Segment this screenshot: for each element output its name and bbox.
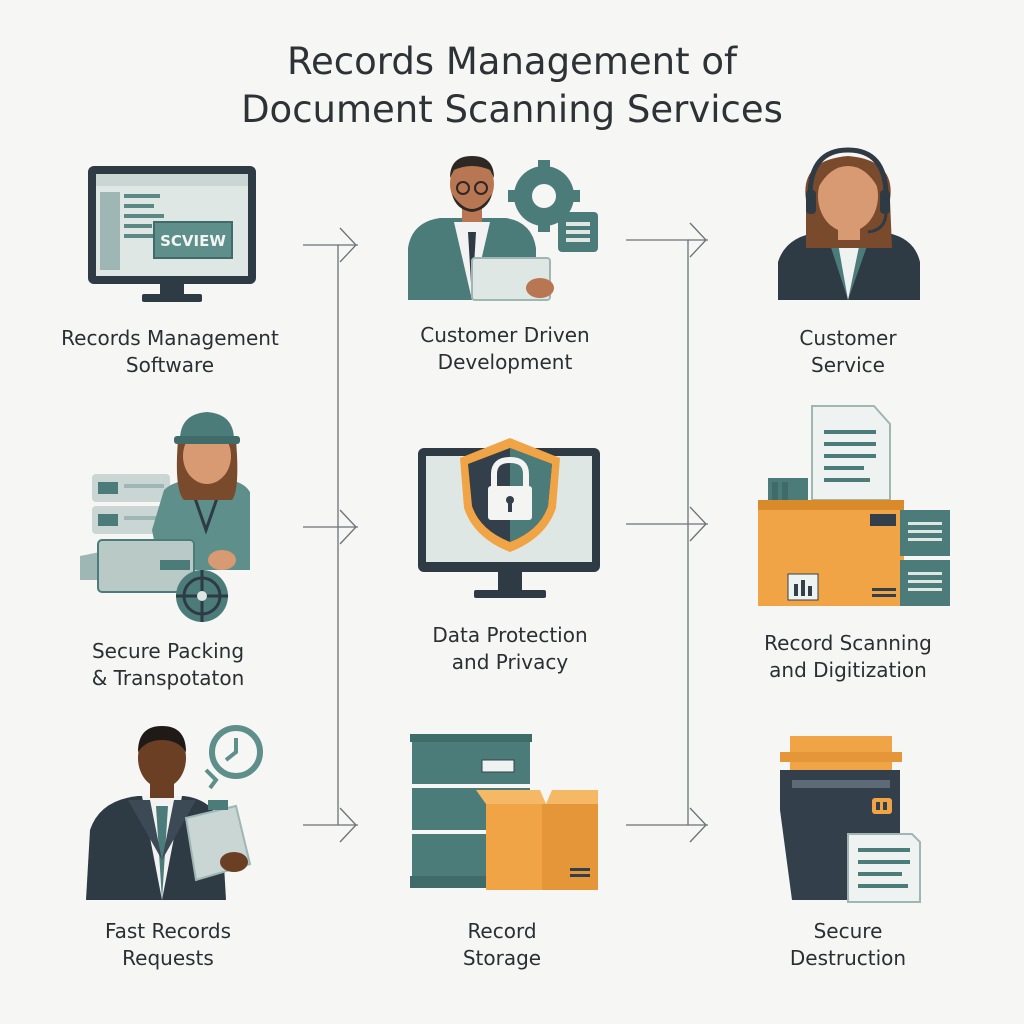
label-line-1: Record xyxy=(467,919,537,943)
label-secure-destruction: Secure Destruction xyxy=(698,918,998,972)
label-secure-packing-transportation: Secure Packing & Transpotaton xyxy=(18,638,318,692)
label-line-1: Records Management xyxy=(61,326,279,350)
screen-text: SCVIEW xyxy=(160,232,226,250)
label-line-2: Development xyxy=(437,350,573,374)
monitor-software-icon: SCVIEW xyxy=(88,166,256,302)
headset-agent-icon xyxy=(778,147,920,300)
label-record-storage: Record Storage xyxy=(352,918,652,972)
label-line-2: and Digitization xyxy=(769,658,927,682)
label-line-2: Service xyxy=(811,353,885,377)
label-line-2: & Transpotaton xyxy=(91,666,245,690)
label-line-2: Destruction xyxy=(789,946,907,970)
label-record-scanning-digitization: Record Scanning and Digitization xyxy=(698,630,998,684)
label-line-2: Storage xyxy=(462,946,542,970)
label-line-1: Secure Packing xyxy=(91,639,245,663)
title-line-2: Document Scanning Services xyxy=(241,88,783,131)
filing-cabinet-box-icon xyxy=(410,734,598,890)
connector-left xyxy=(303,227,358,843)
scanning-box-document-icon xyxy=(758,405,950,606)
courier-packing-icon xyxy=(80,412,250,622)
label-fast-records-requests: Fast Records Requests xyxy=(18,918,318,972)
label-line-1: Record Scanning xyxy=(764,631,932,655)
label-line-2: Requests xyxy=(122,946,214,970)
shredder-icon xyxy=(780,736,921,903)
businessman-clock-icon xyxy=(86,725,263,900)
title-line-1: Records Management of xyxy=(286,40,738,83)
label-line-1: Fast Records xyxy=(104,919,232,943)
label-line-1: Data Protection xyxy=(432,623,588,647)
developer-gear-icon xyxy=(408,156,598,301)
label-line-1: Customer Driven xyxy=(420,323,590,347)
label-records-management-software: Records Management Software xyxy=(20,325,320,379)
label-line-1: Secure xyxy=(813,919,883,943)
label-line-2: Software xyxy=(125,353,215,377)
label-customer-service: Customer Service xyxy=(698,325,998,379)
connector-right xyxy=(626,222,708,843)
label-line-2: and Privacy xyxy=(451,650,569,674)
label-line-1: Customer xyxy=(799,326,897,350)
page-title: Records Management of Document Scanning … xyxy=(0,38,1024,134)
label-data-protection-privacy: Data Protection and Privacy xyxy=(360,622,660,676)
label-customer-driven-development: Customer Driven Development xyxy=(355,322,655,376)
monitor-shield-lock-icon xyxy=(418,438,600,598)
